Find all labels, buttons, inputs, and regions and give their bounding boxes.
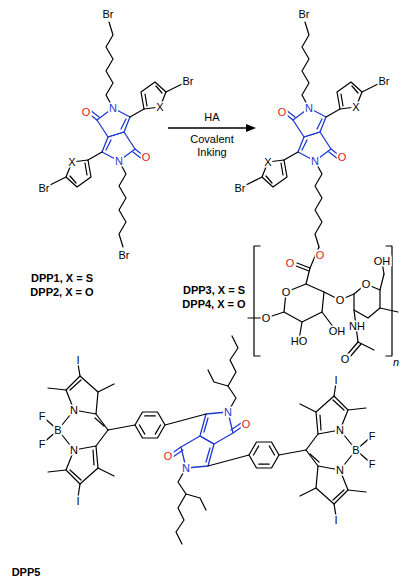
atom-label: N	[114, 156, 124, 167]
atom-label: O	[81, 107, 92, 118]
atom-label: O	[337, 152, 348, 163]
compound-label: DPP2, X = O	[29, 287, 94, 298]
atom-label: Br	[298, 9, 311, 20]
atom-label: I	[333, 515, 338, 526]
atom-label: HO	[290, 336, 309, 347]
compound-label: DPP5	[11, 567, 42, 578]
atom-label: N	[69, 445, 79, 456]
atom-label: B	[351, 445, 360, 456]
atom-label: O	[315, 250, 326, 261]
hyaluronic-acid-unit	[248, 246, 398, 358]
atom-label: O	[285, 258, 296, 269]
atom-label: OH	[373, 256, 392, 267]
atom-label: N	[108, 103, 118, 114]
atom-label: F	[38, 411, 47, 422]
atom-label: N	[304, 103, 314, 114]
atom-label: Br	[378, 76, 391, 87]
atom-label: O	[361, 279, 372, 290]
atom-label: F	[38, 439, 47, 450]
atom-label: OH	[328, 326, 347, 337]
atom-label: Br	[234, 183, 247, 194]
bond-stroke	[254, 246, 260, 356]
atom-label: O	[163, 451, 174, 462]
atom-label: Br	[102, 9, 115, 20]
compound-label: DPP1, X = S	[30, 273, 94, 284]
atom-label: B	[53, 425, 62, 436]
atom-label: I	[333, 375, 338, 386]
reagent-label: Covalent Inking	[185, 133, 239, 159]
atom-label: O	[277, 107, 288, 118]
atom-label: X	[155, 102, 164, 113]
atom-label: Br	[38, 183, 51, 194]
bond-stroke	[358, 342, 374, 350]
dpp1-structure	[50, 22, 182, 247]
atom-label: O	[335, 295, 346, 306]
repeat-index: n	[392, 357, 400, 368]
atom-label: NH	[348, 321, 366, 332]
bond-stroke	[306, 268, 310, 284]
atom-label: F	[368, 459, 377, 470]
compound-label: DPP3, X = S	[182, 285, 246, 296]
dpp3-structure	[246, 22, 378, 247]
atom-label: I	[75, 355, 80, 366]
bond-stroke	[284, 22, 378, 137]
bond-stroke	[246, 132, 340, 247]
atom-label: N	[181, 463, 191, 474]
compound-label: DPP4, X = O	[181, 299, 246, 310]
atom-label: N	[69, 405, 79, 416]
bond-stroke	[349, 344, 361, 358]
bond-stroke	[380, 308, 398, 312]
atom-label: N	[310, 156, 320, 167]
atom-label: O	[141, 152, 152, 163]
bond-stroke	[246, 124, 256, 132]
atom-label: I	[75, 496, 80, 507]
bond-stroke	[296, 266, 309, 271]
reagent-label: HA	[185, 111, 239, 124]
atom-label: X	[351, 102, 360, 113]
atom-label: O	[261, 313, 272, 324]
atom-label: X	[263, 157, 272, 168]
atom-label: F	[368, 431, 377, 442]
bond-stroke	[42, 336, 246, 497]
atom-label: N	[223, 407, 233, 418]
reaction-arrow	[168, 124, 256, 132]
bond-stroke	[168, 383, 372, 544]
atom-label: Br	[182, 76, 195, 87]
bond-stroke	[50, 132, 144, 247]
atom-label: Br	[118, 250, 131, 261]
atom-label: N	[335, 465, 345, 476]
bond-stroke	[168, 127, 248, 128]
dpp5-structure	[42, 336, 372, 544]
atom-label: O	[281, 287, 292, 298]
bond-stroke	[380, 274, 384, 290]
atom-label: N	[335, 425, 345, 436]
atom-label: O	[241, 419, 252, 430]
atom-label: O	[340, 354, 351, 365]
bond-stroke	[88, 22, 182, 137]
atom-label: X	[67, 157, 76, 168]
